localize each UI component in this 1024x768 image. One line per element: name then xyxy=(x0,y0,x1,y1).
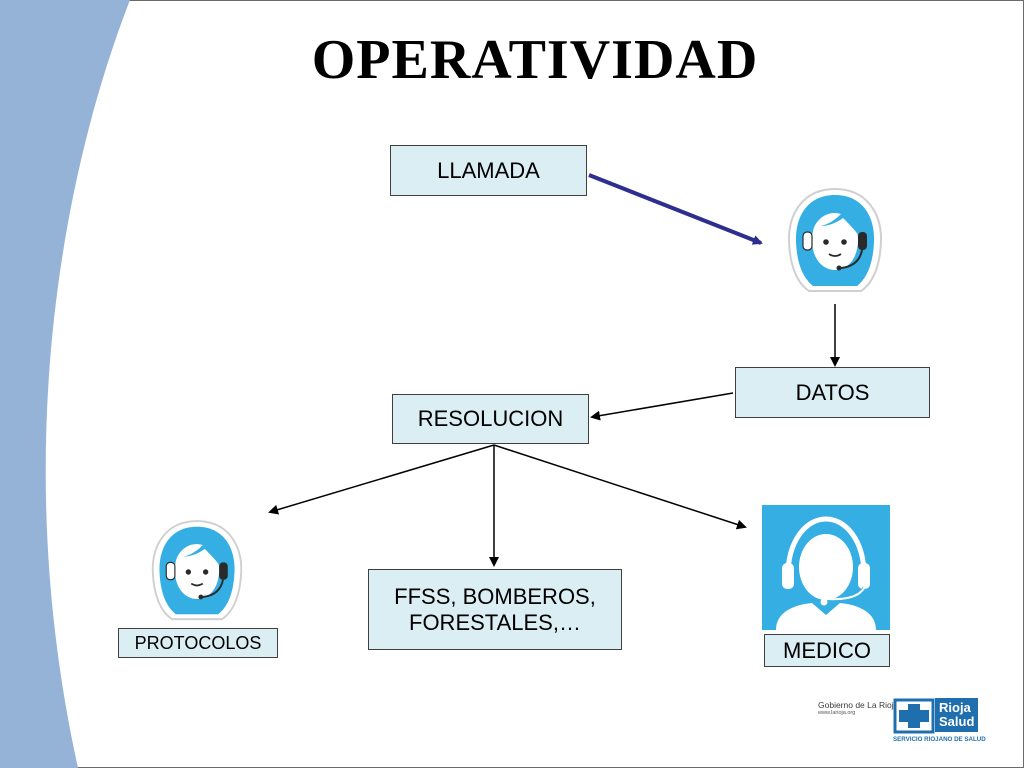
node-ffss-bomberos: FFSS, BOMBEROS, FORESTALES,… xyxy=(368,569,622,650)
slide-title: OPERATIVIDAD xyxy=(311,29,759,91)
arrow-resolucion-to-medico xyxy=(493,444,747,530)
logo-rioja-salud-text: Rioja Salud xyxy=(935,698,979,732)
female-operator-headset-icon xyxy=(787,187,883,292)
arrow-llamada-to-operator xyxy=(588,173,763,245)
node-protocolos: PROTOCOLOS xyxy=(118,628,278,658)
arrow-datos-to-resolucion xyxy=(590,392,734,421)
female-operator-headset-icon-left xyxy=(151,520,243,621)
node-datos: DATOS xyxy=(735,367,930,418)
node-medico: MEDICO xyxy=(764,634,890,667)
logo-rioja-salud-sub: SERVICIO RIOJANO DE SALUD xyxy=(893,736,986,743)
rioja-salud-cross-icon xyxy=(893,698,935,734)
node-llamada: LLAMADA xyxy=(390,145,587,196)
gobierno-la-rioja-logo: Gobierno de La Rioja www.larioja.org xyxy=(818,700,898,716)
arrow-resolucion-to-protocolos xyxy=(268,444,495,515)
rioja-salud-logo: Rioja Salud SERVICIO RIOJANO DE SALUD xyxy=(893,698,986,743)
operator-headset-silhouette-icon xyxy=(762,505,890,630)
logo-gobierno-url: www.larioja.org xyxy=(818,710,856,716)
logo-gobierno-name: Gobierno de La Rioja xyxy=(818,700,899,710)
decorative-arc xyxy=(0,0,130,768)
node-resolucion: RESOLUCION xyxy=(392,394,589,444)
